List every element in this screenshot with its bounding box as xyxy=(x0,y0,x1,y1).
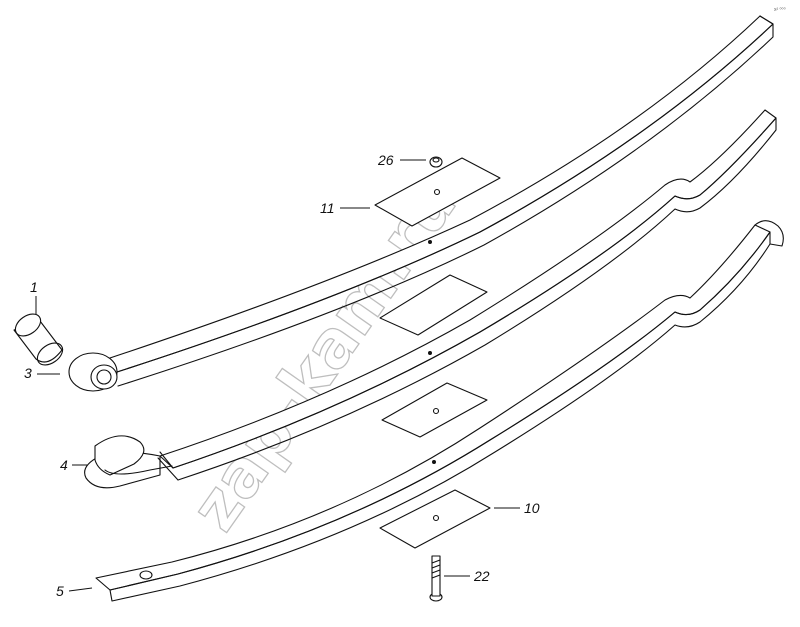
svg-text:5: 5 xyxy=(56,583,64,599)
callout-5: 5 xyxy=(56,583,93,599)
svg-text:22: 22 xyxy=(473,568,490,584)
callout-22: 22 xyxy=(444,568,490,584)
callout-10: 10 xyxy=(494,500,540,516)
svg-text:11: 11 xyxy=(320,200,335,216)
callout-26: 26 xyxy=(377,152,426,168)
center-hole xyxy=(428,240,432,244)
callout-3: 3 xyxy=(24,365,60,381)
bottom-leaf-with-hook xyxy=(95,220,784,602)
svg-text:10: 10 xyxy=(524,500,540,516)
corner-code: х² ⁰⁰⁰ xyxy=(774,7,786,13)
callout-11: 11 xyxy=(320,200,370,216)
bushing xyxy=(13,313,64,366)
svg-text:1: 1 xyxy=(30,279,38,295)
plate-10 xyxy=(379,489,491,549)
svg-text:4: 4 xyxy=(60,457,68,473)
callout-4: 4 xyxy=(60,457,88,473)
nut-26 xyxy=(429,156,443,168)
second-leaf-with-wrapped-eye xyxy=(84,109,777,489)
plate-11 xyxy=(374,157,501,227)
callout-1: 1 xyxy=(30,279,38,314)
main-leaf-with-eye xyxy=(68,15,774,392)
bolt-22 xyxy=(429,555,443,602)
svg-text:3: 3 xyxy=(24,365,32,381)
svg-text:26: 26 xyxy=(377,152,394,168)
